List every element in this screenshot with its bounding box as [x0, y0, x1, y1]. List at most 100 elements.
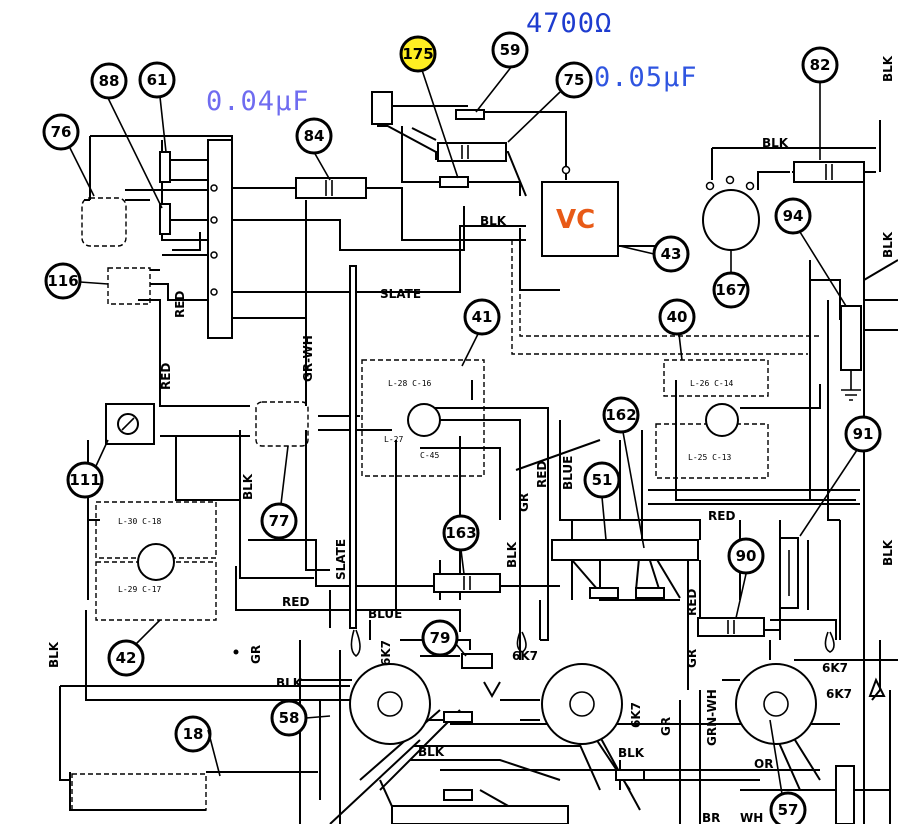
svg-text:77: 77	[269, 512, 290, 530]
wire-label: 6K7	[826, 687, 852, 701]
callout-88: 88	[90, 62, 128, 100]
wire-label: BLK	[881, 55, 895, 82]
wire-label: BLUE	[561, 456, 575, 490]
capacitor-82	[793, 161, 865, 183]
coil-label: L-28 C-16	[388, 379, 432, 388]
svg-text:59: 59	[500, 41, 521, 59]
wire-label: BLK	[47, 641, 61, 668]
coil-label: L-27	[384, 435, 403, 444]
tube-socket-40	[705, 403, 739, 437]
capacitor-84	[295, 177, 367, 199]
wire-label: RED	[282, 595, 309, 609]
callout-90: 90	[727, 537, 765, 575]
svg-text:163: 163	[445, 524, 476, 542]
coil-label: L-29 C-17	[118, 585, 162, 594]
callout-51: 51	[583, 461, 621, 499]
callout-82: 82	[801, 46, 839, 84]
coil-label: L-30 C-18	[118, 517, 162, 526]
wire-label: 6K7	[379, 640, 393, 666]
wire-label: BLUE	[368, 607, 402, 621]
wire-label: GR	[249, 645, 263, 664]
leader-lines	[69, 65, 858, 795]
resistor-bottom-c	[443, 789, 473, 801]
wire-label: BLK	[505, 541, 519, 568]
callout-41: 41	[463, 298, 501, 336]
callout-163: 163	[442, 514, 480, 552]
wire-label: SLATE	[334, 539, 348, 580]
tube-socket-41	[407, 403, 441, 437]
resistor-94	[840, 305, 862, 371]
callout-79: 79	[421, 619, 459, 657]
wire-label: BLK	[276, 676, 303, 690]
svg-text:76: 76	[51, 123, 72, 141]
svg-text:175: 175	[402, 45, 433, 63]
wire-label: GRN-WH	[705, 689, 719, 746]
svg-text:167: 167	[715, 281, 746, 299]
tube-socket-58	[349, 663, 431, 745]
svg-text:88: 88	[99, 72, 120, 90]
callout-77: 77	[260, 502, 298, 540]
callout-57: 57	[769, 791, 807, 824]
rail-left	[349, 265, 357, 629]
wire-label: 6K7	[512, 649, 538, 663]
callout-42: 42	[107, 639, 145, 677]
wire-label: BLK	[480, 214, 507, 228]
capacitor-a-annotation: 0.04µF	[206, 86, 310, 117]
svg-text:58: 58	[279, 709, 300, 727]
wire-labels: BLK BLK SLATE RED RED BLK BLK BLK BLUE O…	[47, 55, 895, 824]
callout-91: 91	[844, 415, 882, 453]
wire-label: BLK	[762, 136, 789, 150]
wire-label: BLK	[618, 746, 645, 760]
callout-162: 162	[602, 396, 640, 434]
resistor-61	[159, 151, 171, 183]
svg-text:40: 40	[667, 308, 688, 326]
wire-label: BR	[702, 811, 720, 824]
svg-text:43: 43	[661, 245, 682, 263]
resistor-162	[635, 587, 665, 599]
callout-167: 167	[712, 271, 750, 309]
wire-label: GR	[685, 649, 699, 668]
svg-text:116: 116	[47, 272, 78, 290]
callout-94: 94	[774, 197, 812, 235]
wire-label: 6K7	[629, 702, 643, 728]
wire-label: RED	[708, 509, 735, 523]
wire-label: GR	[659, 717, 673, 736]
svg-text:75: 75	[564, 71, 585, 89]
resistor-175	[439, 176, 469, 188]
capacitor-163	[433, 573, 501, 593]
svg-text:84: 84	[304, 127, 325, 145]
tube-socket-42	[137, 543, 175, 581]
svg-text:94: 94	[783, 207, 804, 225]
callout-76: 76	[42, 113, 80, 151]
svg-text:111: 111	[69, 471, 100, 489]
callout-43: 43	[652, 235, 690, 273]
svg-text:82: 82	[810, 56, 831, 74]
wire-label: 6K7	[822, 661, 848, 675]
callout-40: 40	[658, 298, 696, 336]
wire-label: SLATE	[380, 287, 421, 301]
coil-label: C-45	[420, 451, 439, 460]
svg-text:42: 42	[116, 649, 137, 667]
rail-right	[835, 765, 855, 824]
svg-text:41: 41	[472, 308, 493, 326]
wire-label: BLK	[881, 539, 895, 566]
terminal-strip	[207, 139, 233, 339]
wire-label: BLK	[241, 473, 255, 500]
resistor-59	[455, 109, 485, 120]
svg-text:57: 57	[778, 801, 799, 819]
capacitor-90	[697, 617, 765, 637]
capacitor-75	[437, 142, 507, 162]
svg-text:162: 162	[605, 406, 636, 424]
svg-text:18: 18	[183, 725, 204, 743]
svg-text:90: 90	[736, 547, 757, 565]
callout-111: 111	[66, 461, 104, 499]
wire-label: BLK	[418, 745, 445, 759]
bottom-strip	[391, 805, 569, 824]
resistor-value-annotation: 4700Ω	[526, 8, 613, 39]
callout-84: 84	[295, 117, 333, 155]
wire-label: WH	[740, 811, 763, 824]
callout-61: 61	[138, 61, 176, 99]
coil-label: L-25 C-13	[688, 453, 732, 462]
callouts: 175 59 75 88 61 76 84 82 94 116 43 167 4…	[42, 31, 882, 824]
